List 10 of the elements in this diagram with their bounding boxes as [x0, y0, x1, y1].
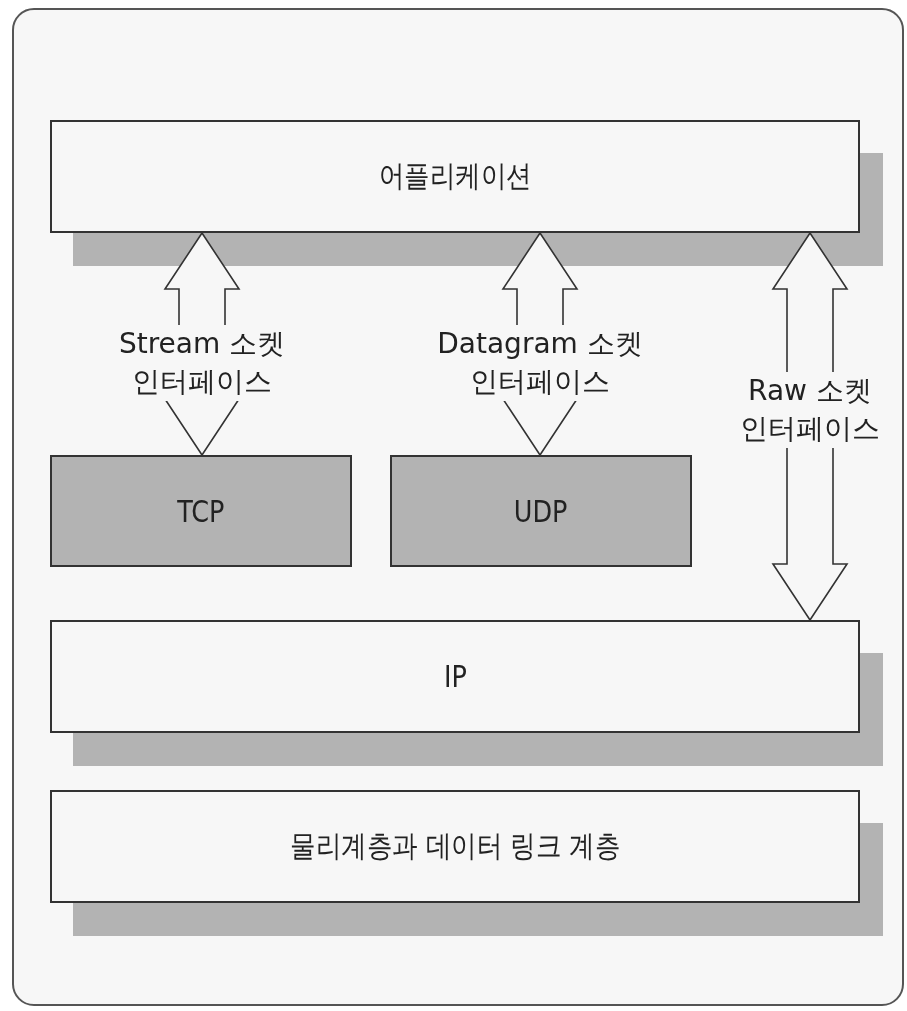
- layer-name: UDP: [514, 493, 568, 529]
- layer-box: [50, 790, 860, 903]
- layer-box: [50, 620, 860, 733]
- layer-box: [50, 455, 352, 567]
- layer-box: [50, 120, 860, 233]
- layer-name: 물리계층과 데이터 링크 계층: [289, 827, 621, 865]
- layer-name: IP: [443, 659, 467, 694]
- layer-name: TCP: [177, 493, 225, 529]
- layer-name: 어플리케이션: [378, 157, 532, 195]
- layer-box: [390, 455, 692, 567]
